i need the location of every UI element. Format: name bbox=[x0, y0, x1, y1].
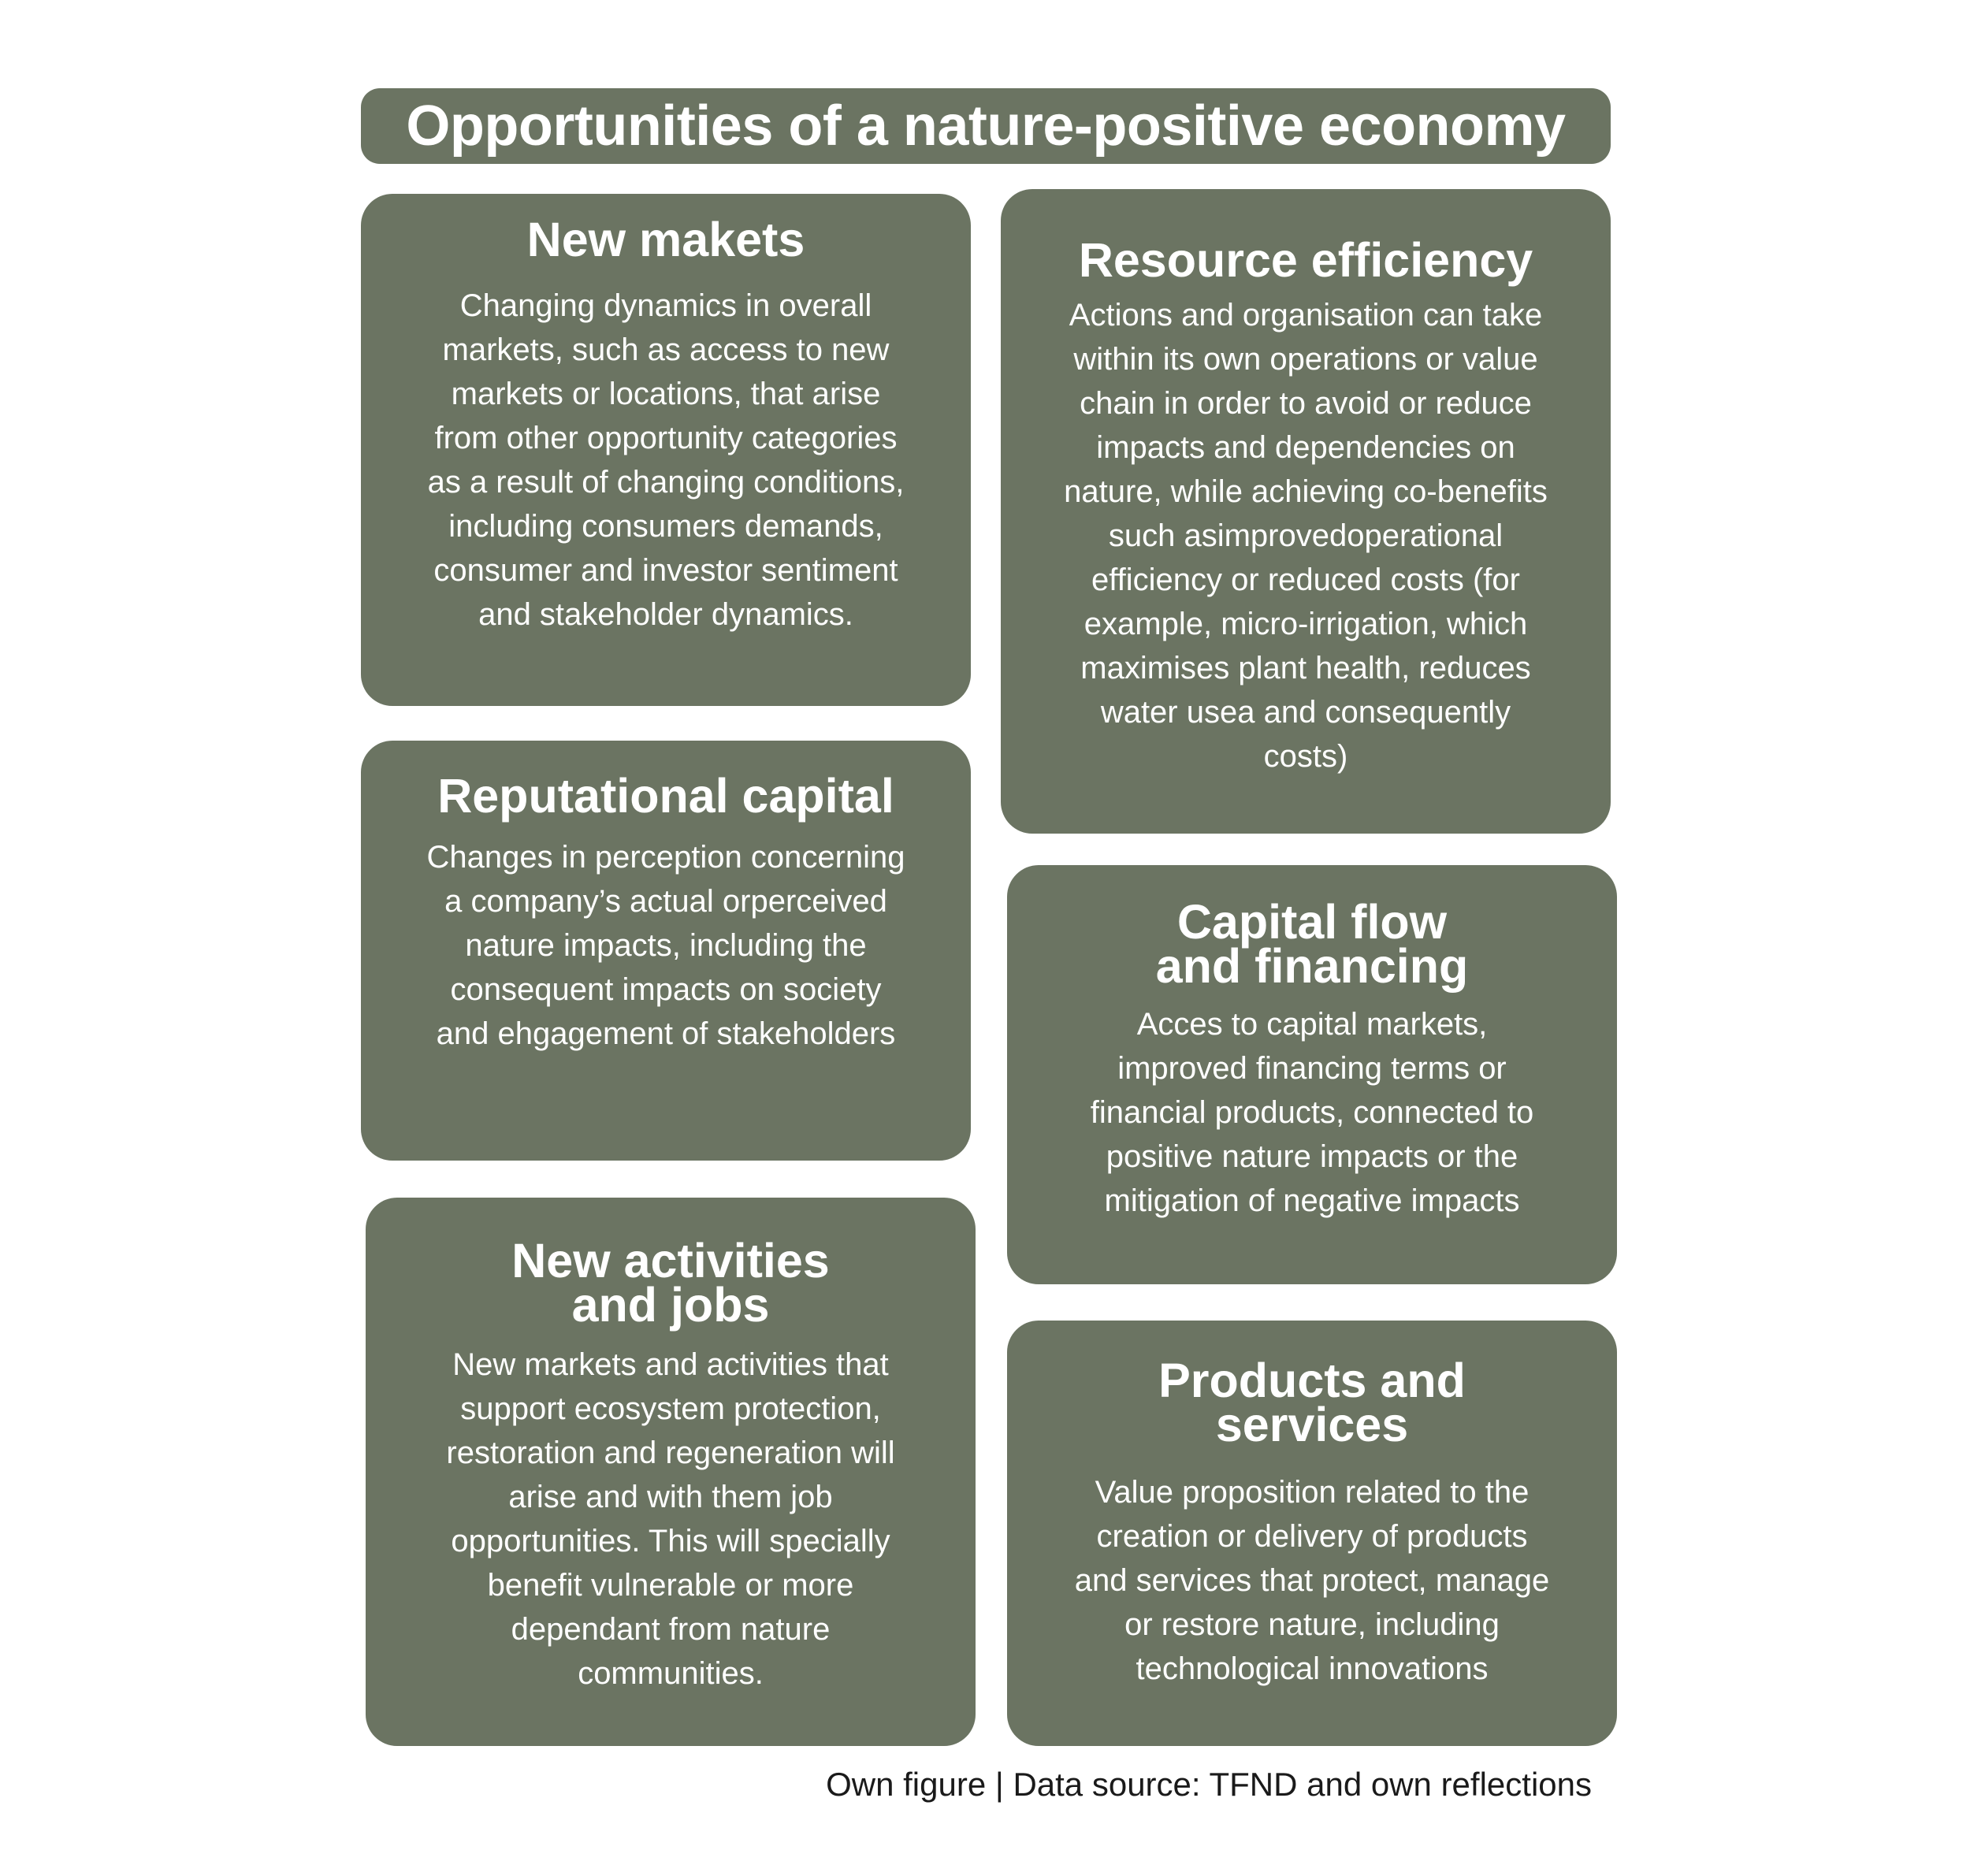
card-resource-efficiency: Resource efficiency Actions and organisa… bbox=[1001, 189, 1611, 834]
card-reputational-capital-title: Reputational capital bbox=[437, 769, 894, 823]
card-resource-efficiency-body: Actions and organisation can take within… bbox=[1064, 298, 1548, 774]
diagram-title-text: Opportunities of a nature-positive econo… bbox=[406, 95, 1566, 158]
source-caption: Own figure | Data source: TFND and own r… bbox=[826, 1766, 1592, 1803]
card-reputational-capital-body: Changes in perception concerning a compa… bbox=[426, 840, 905, 1051]
card-new-markets-body: Changing dynamics in overall markets, su… bbox=[427, 288, 905, 632]
card-capital-flow-title: Capital flow and financing bbox=[1155, 895, 1469, 993]
card-new-markets: New makets Changing dynamics in overall … bbox=[361, 194, 971, 706]
card-new-activities-jobs-title: New activities and jobs bbox=[511, 1234, 830, 1332]
card-products-services: Products and services Value proposition … bbox=[1007, 1321, 1617, 1746]
card-new-markets-title: New makets bbox=[526, 213, 805, 266]
card-capital-flow: Capital flow and financing Acces to capi… bbox=[1007, 865, 1617, 1284]
card-products-services-body: Value proposition related to the creatio… bbox=[1074, 1475, 1550, 1686]
card-resource-efficiency-title: Resource efficiency bbox=[1078, 233, 1533, 287]
card-reputational-capital: Reputational capital Changes in percepti… bbox=[361, 741, 971, 1161]
card-capital-flow-body: Acces to capital markets, improved finan… bbox=[1090, 1007, 1534, 1218]
card-new-activities-jobs: New activities and jobs New markets and … bbox=[366, 1198, 976, 1746]
card-products-services-title: Products and services bbox=[1158, 1354, 1466, 1451]
diagram-title: Opportunities of a nature-positive econo… bbox=[361, 88, 1611, 164]
card-new-activities-jobs-body: New markets and activities that support … bbox=[446, 1347, 895, 1691]
